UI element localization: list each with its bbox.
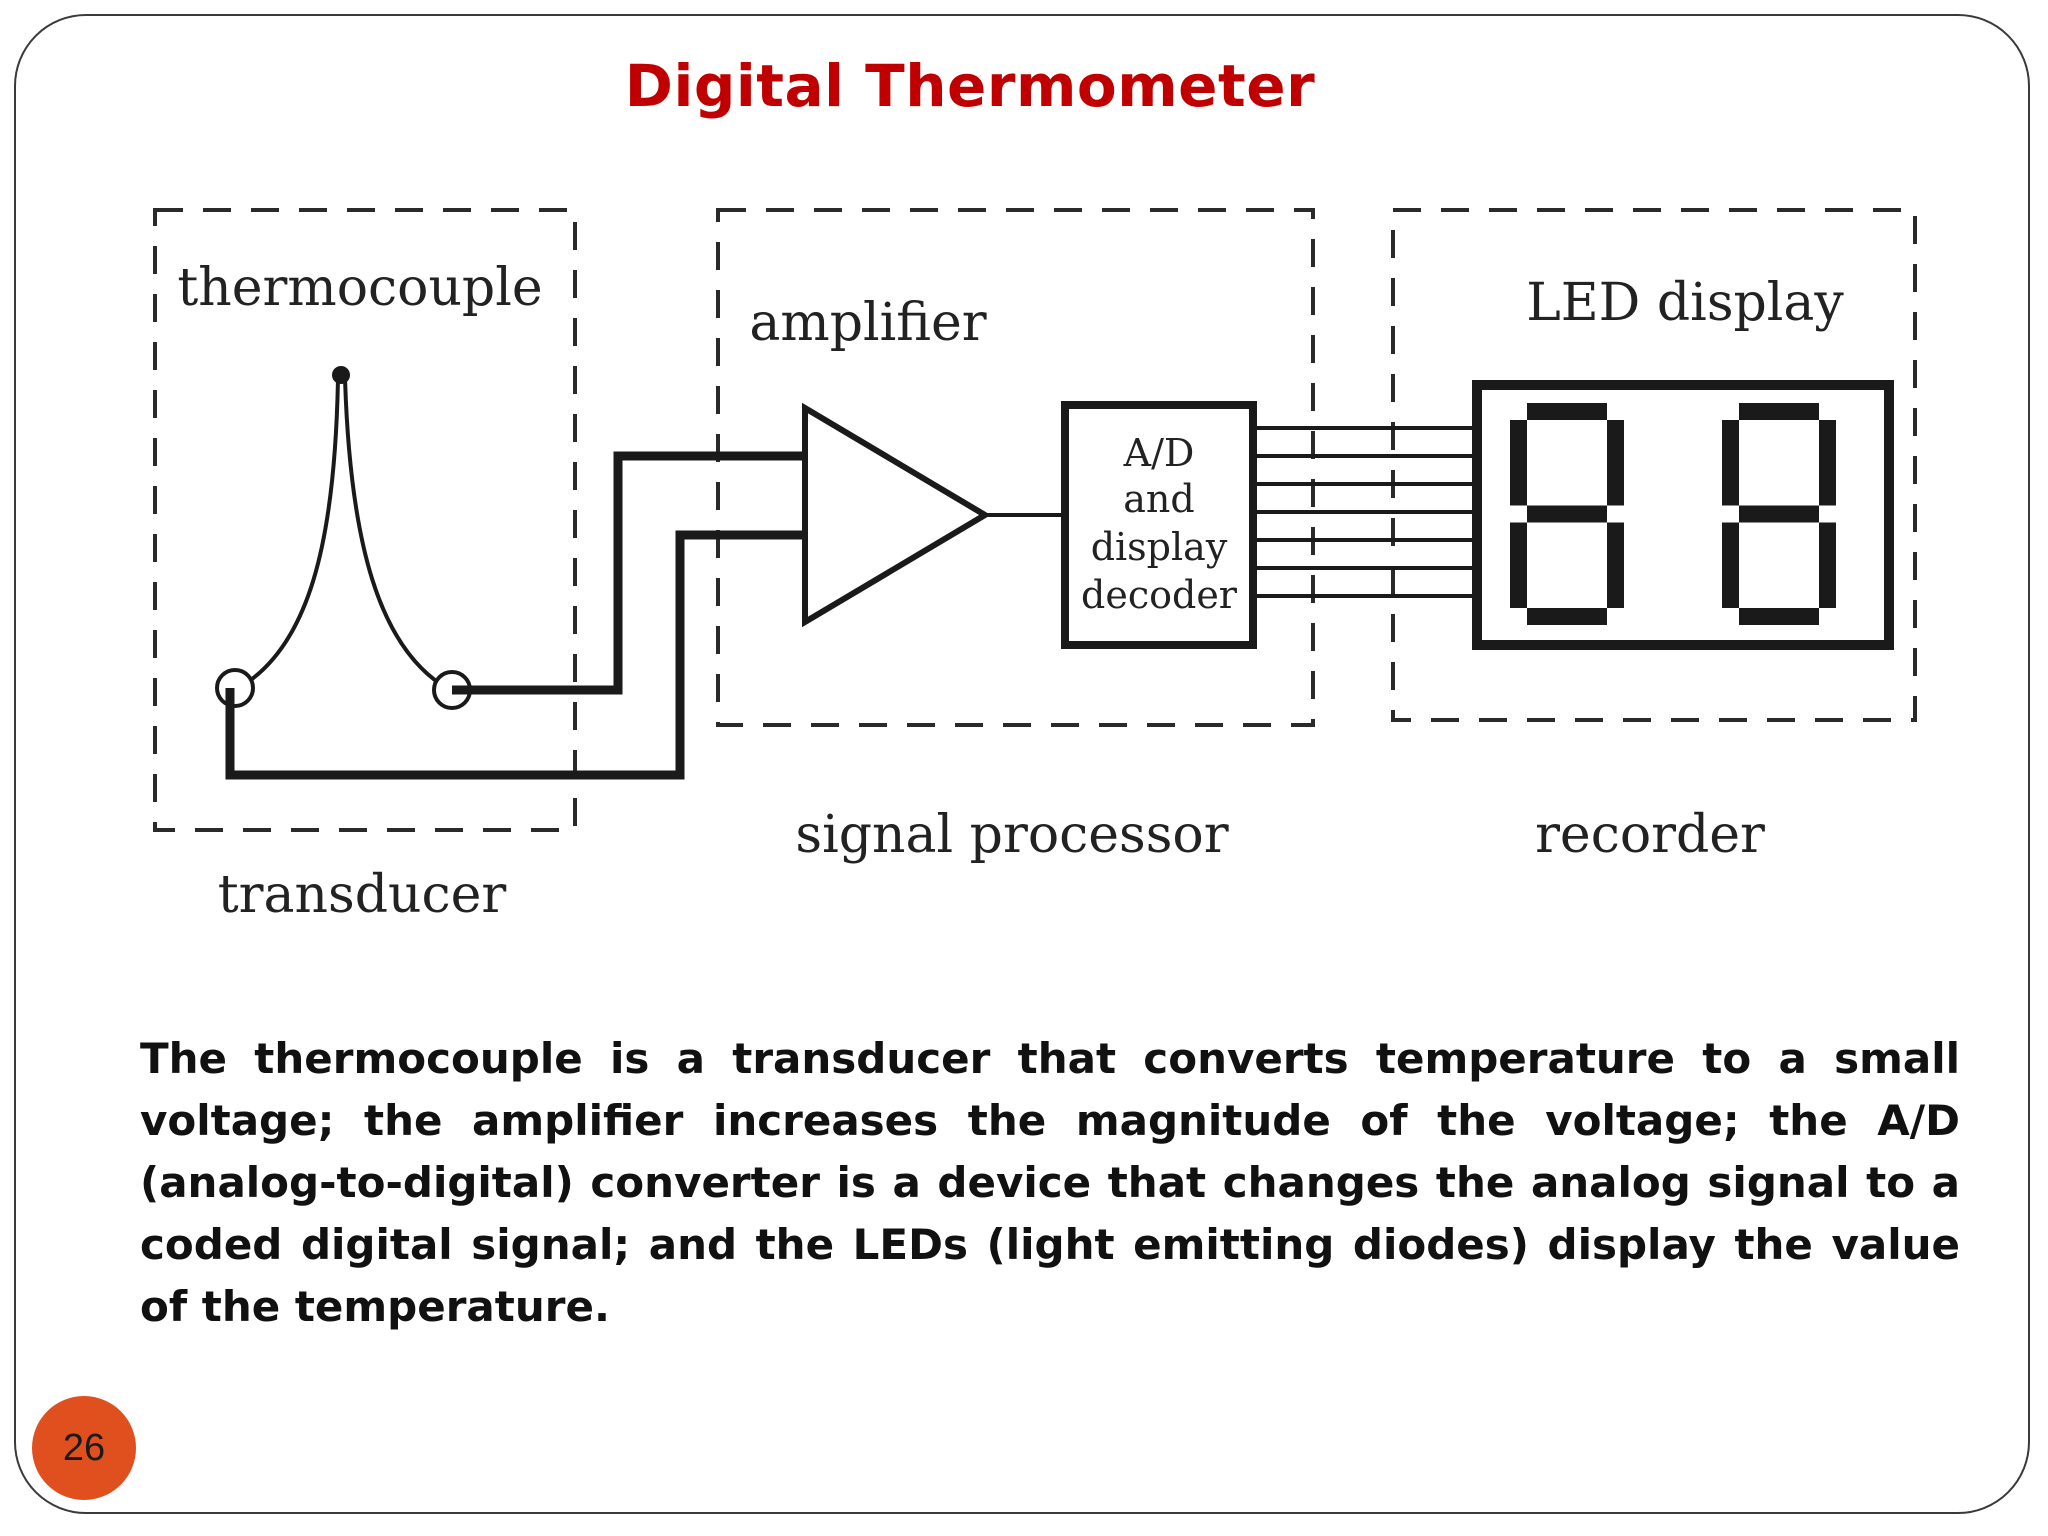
led-segment <box>1739 505 1819 523</box>
led-segment <box>1819 522 1836 608</box>
ad-label-line4: decoder <box>1081 573 1238 617</box>
led-segment <box>1722 522 1739 608</box>
led-segment <box>1527 505 1607 523</box>
wire-upper <box>452 451 808 695</box>
ad-decoder-box <box>1061 401 1257 649</box>
led-display-label: LED display <box>1526 273 1844 333</box>
led-segment <box>1527 403 1607 420</box>
amplifier-triangle <box>802 402 991 628</box>
page-number-badge: 26 <box>32 1396 136 1500</box>
ad-label-line1: A/D <box>1123 431 1195 475</box>
thermocouple-terminal-left <box>215 668 255 708</box>
ad-label-line2: and <box>1123 477 1194 521</box>
transducer-label: transducer <box>218 865 507 925</box>
led-segment <box>1607 522 1624 608</box>
seven-segment-digit-1 <box>1510 403 1624 625</box>
recorder-label: recorder <box>1535 805 1765 865</box>
transducer-group-box <box>153 208 577 832</box>
seven-segment-digit-2 <box>1722 403 1836 625</box>
signal-processor-group-box <box>716 208 1315 727</box>
led-segment <box>1722 420 1739 506</box>
wire-lower <box>225 530 808 780</box>
led-segment <box>1510 522 1527 608</box>
led-segment <box>1607 420 1624 506</box>
slide-frame <box>14 14 2030 1514</box>
thermocouple-label: thermocouple <box>177 258 542 318</box>
amplifier-label: amplifier <box>749 293 986 353</box>
recorder-group-box <box>1391 208 1917 722</box>
led-segment <box>1819 420 1836 506</box>
led-segment <box>1739 608 1819 625</box>
signal-processor-label: signal processor <box>795 805 1228 865</box>
body-paragraph: The thermocouple is a transducer that co… <box>140 1034 1960 1331</box>
thermocouple-junction <box>215 366 472 710</box>
led-segment <box>1510 420 1527 506</box>
led-segment <box>1739 403 1819 420</box>
ad-label-line3: display <box>1091 525 1228 569</box>
decoder-bus-lines <box>1253 426 1477 598</box>
slide-title: Digital Thermometer <box>624 52 1316 120</box>
led-segment <box>1527 608 1607 625</box>
